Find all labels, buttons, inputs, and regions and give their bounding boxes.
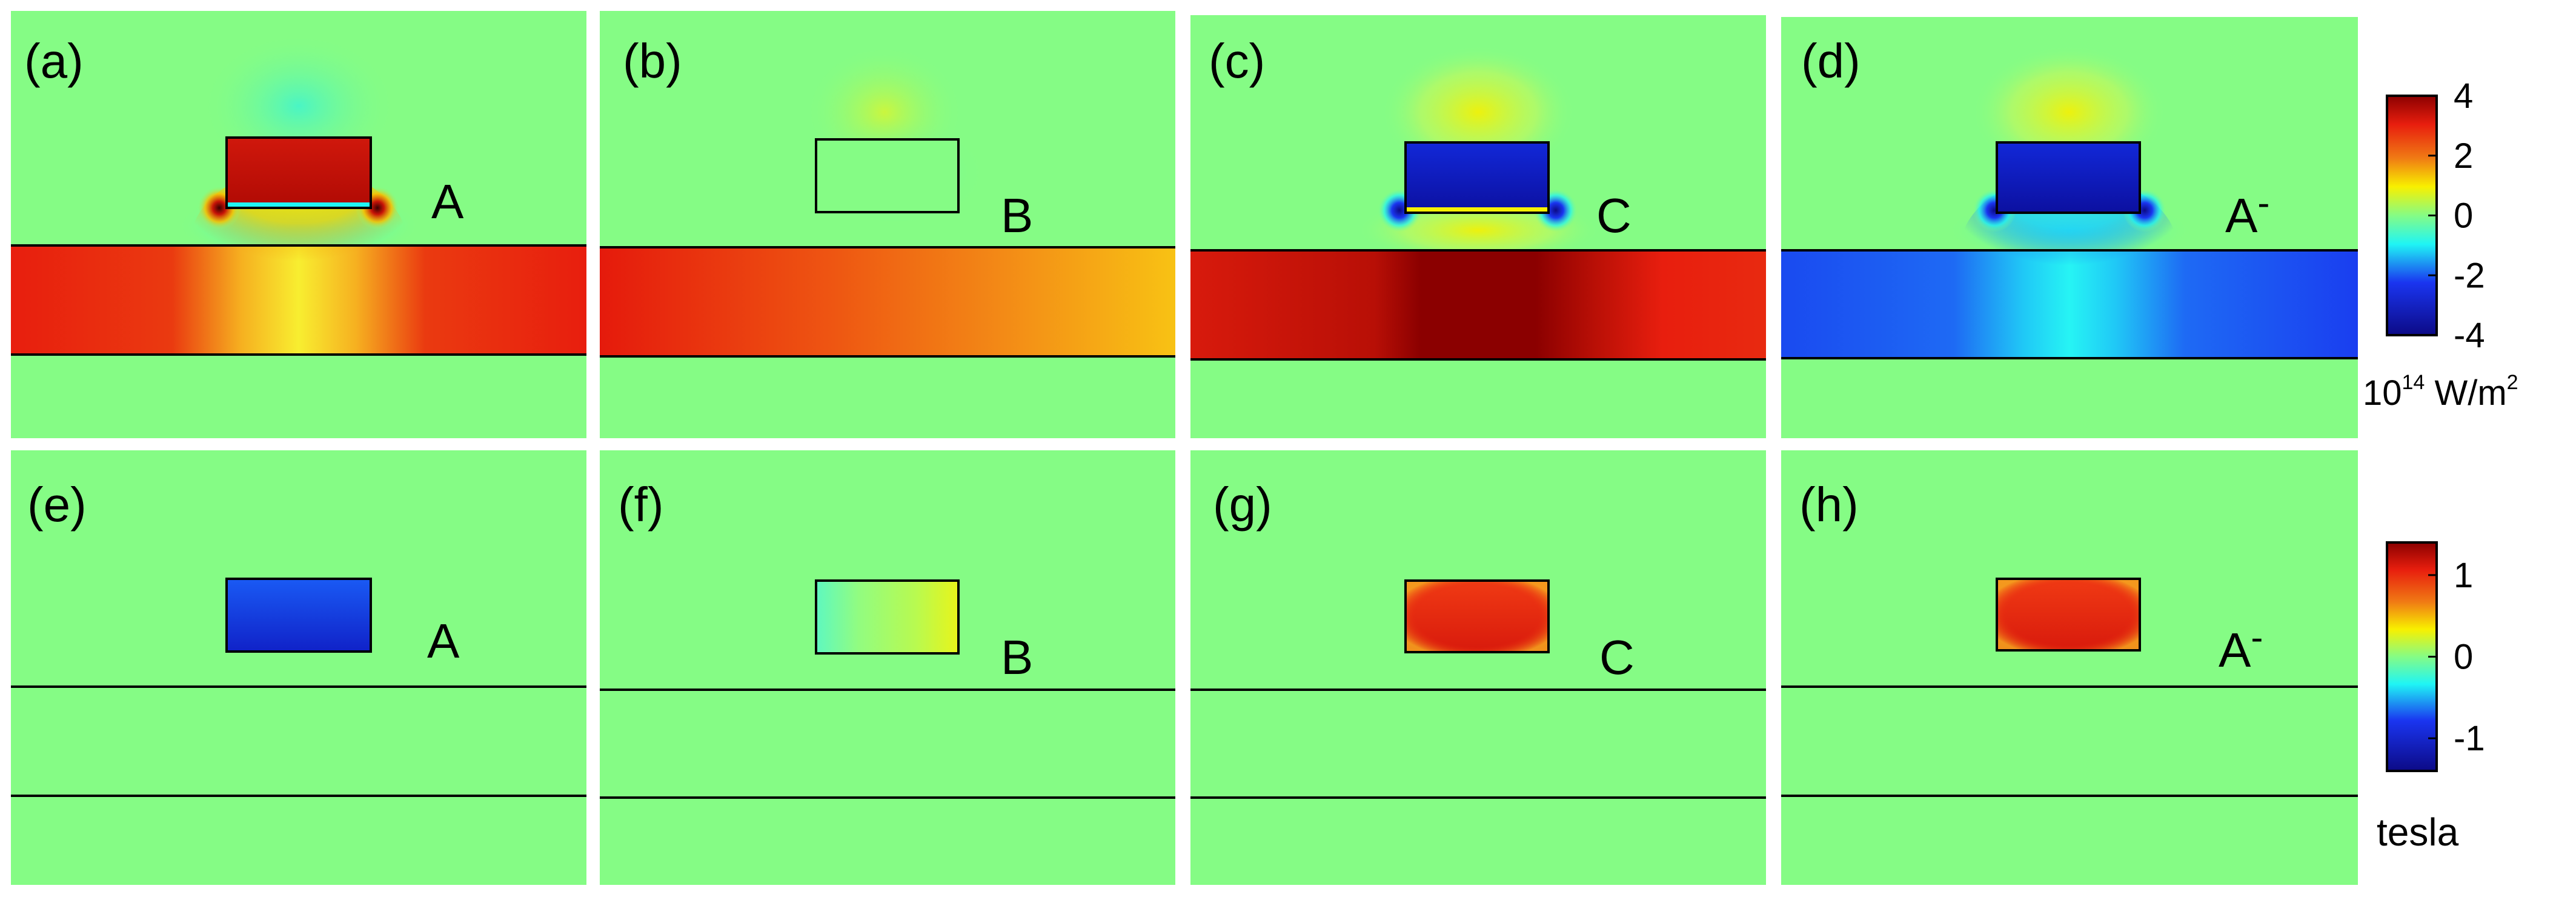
panel-d: (d) A- [1781, 17, 2358, 438]
panel-a-resonator-edge [227, 202, 371, 208]
panel-f-background [600, 450, 1175, 885]
panel-a-label: (a) [24, 34, 84, 88]
panel-b-resonator [816, 139, 958, 212]
panel-f-resonator [816, 581, 958, 653]
colorbar-top-ticks: 4 2 0 -2 -4 [2428, 76, 2485, 355]
panel-e-resonator-outline [225, 578, 372, 653]
panel-a: (a) A [11, 11, 586, 438]
panel-f-label: (f) [618, 478, 664, 532]
panel-d-mode-label: A- [2225, 182, 2269, 242]
panel-g-resonator-outline [1404, 579, 1550, 653]
panel-e-background [11, 450, 586, 885]
panel-c-resonator [1406, 142, 1549, 213]
panel-h-background [1781, 450, 2358, 885]
panel-f-resonator-outline [815, 579, 960, 655]
panel-h-mode-label: A- [2219, 617, 2263, 677]
panel-c-resonator-outline [1404, 141, 1550, 214]
panel-h-label: (h) [1799, 478, 1859, 532]
panel-f-mode-label: B [1001, 630, 1033, 684]
panel-h-resonator-outline [1996, 578, 2141, 652]
panel-h-resonator-glow [1997, 579, 2140, 650]
colorbar-bottom-tick-label-1: 0 [2454, 638, 2473, 677]
colorbar-bottom-tick-label-2: -1 [2454, 719, 2485, 758]
panel-c-label: (c) [1209, 34, 1265, 88]
colorbar-top-unit: 1014 W/m2 [2363, 371, 2518, 413]
colorbar-bottom-tick-label-0: 1 [2454, 556, 2473, 595]
panel-d-resonator [1997, 142, 2140, 213]
panel-g-mode-label: C [1599, 630, 1635, 684]
colorbar-top-tick-label-0: 4 [2454, 76, 2473, 116]
panel-e: (e) A [11, 450, 586, 885]
colorbar-top-tick-label-4: -4 [2454, 316, 2485, 355]
panel-c: (c) C [1190, 15, 1766, 438]
colorbar-bottom: 1 0 -1 tesla [2377, 541, 2485, 854]
colorbar-top: 4 2 0 -2 -4 1014 W/m2 [2363, 76, 2518, 413]
panel-c-resonator-edge [1406, 207, 1549, 213]
panel-b-waveguide [600, 247, 1175, 356]
panel-g: (g) C [1190, 450, 1766, 885]
panel-a-mode-label: A [431, 175, 464, 228]
panel-d-resonator-outline [1996, 141, 2141, 214]
panel-f: (f) B [600, 450, 1175, 885]
colorbar-top-tick-label-3: -2 [2454, 256, 2485, 295]
panel-c-mode-label: C [1596, 188, 1632, 242]
panel-g-resonator-glow [1406, 581, 1549, 652]
panel-h: (h) A- [1781, 450, 2358, 885]
panel-g-background [1190, 450, 1766, 885]
colorbar-top-tick-label-1: 2 [2454, 136, 2473, 176]
panel-c-waveguide [1190, 250, 1766, 359]
colorbar-bottom-unit: tesla [2377, 810, 2459, 854]
panel-e-resonator [227, 579, 371, 652]
panel-a-resonator-outline [225, 136, 372, 209]
colorbar-bottom-ticks: 1 0 -1 [2428, 556, 2485, 758]
colorbar-top-tick-label-2: 0 [2454, 196, 2473, 236]
panel-e-mode-label: A [427, 614, 460, 668]
panel-e-label: (e) [27, 478, 87, 532]
panel-b: (b) B [600, 11, 1175, 438]
panel-d-label: (d) [1801, 34, 1861, 88]
panel-b-resonator-outline [815, 138, 960, 213]
panel-b-mode-label: B [1001, 188, 1033, 242]
panel-a-resonator [227, 138, 371, 208]
panel-g-label: (g) [1213, 478, 1272, 532]
panel-b-label: (b) [623, 34, 682, 88]
